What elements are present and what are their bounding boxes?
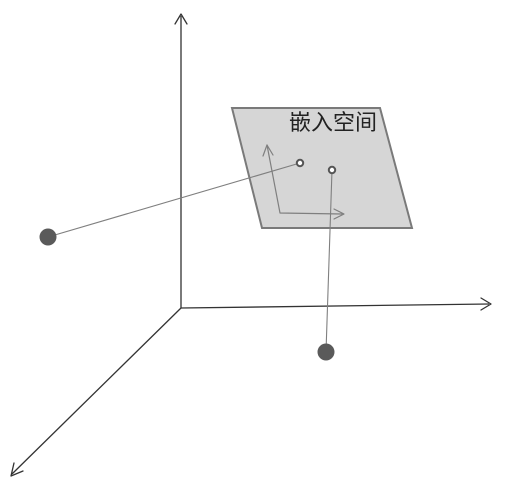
data-point-left (39, 228, 57, 246)
embedding-space-label: 嵌入空间 (289, 111, 377, 136)
y-axis-arrowhead (10, 462, 24, 477)
z-axis-arrowhead (174, 13, 188, 25)
projected-point-left (295, 158, 305, 168)
plane-basis-arrows (262, 144, 345, 220)
plane-basis-vertical-arrowhead (262, 144, 274, 157)
plane-basis-horizontal-arrowhead (333, 208, 345, 220)
x-axis-arrowhead (480, 297, 492, 311)
x-axis (180, 303, 490, 309)
y-axis (11, 307, 182, 475)
projected-point-bottom (327, 165, 337, 175)
plane-basis-vertical (266, 144, 343, 215)
coordinate-axes (10, 13, 492, 477)
projection-line-left (47, 162, 301, 238)
data-point-bottom (317, 343, 335, 361)
projection-line-bottom (325, 169, 333, 353)
